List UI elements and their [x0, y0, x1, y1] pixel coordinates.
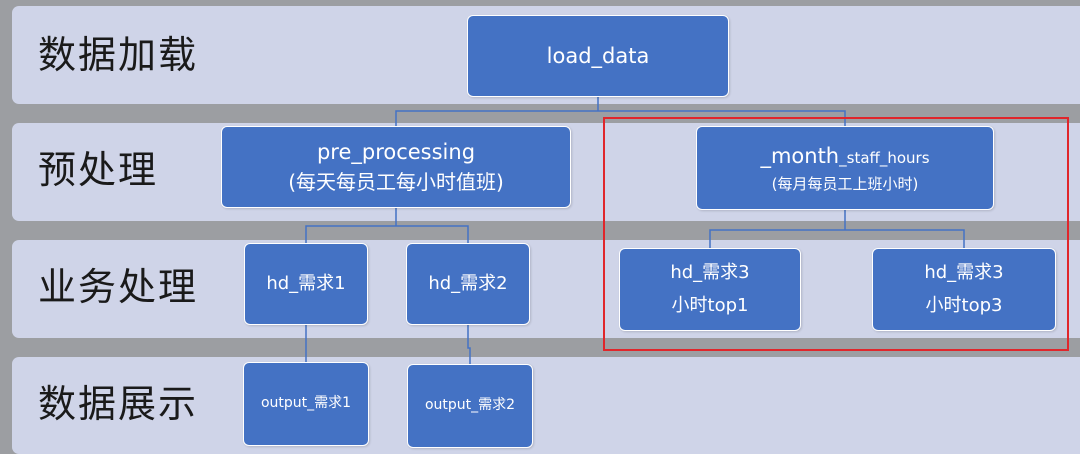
pre-processing-title: pre_processing [316, 140, 476, 165]
month-staff-hours-title: _month_staff_hours [760, 143, 929, 169]
hd-requirement-3-top1-line1: hd_需求3 [670, 262, 750, 283]
hd-requirement-3-top3-line1: hd_需求3 [924, 262, 1004, 283]
band-label-business-processing: 业务处理 [38, 265, 199, 309]
band-label-data-loading: 数据加载 [38, 33, 199, 77]
hd-requirement-3-top1-node: hd_需求3 小时top1 [619, 248, 801, 331]
output-requirement-1-label: output_需求1 [260, 395, 352, 412]
highlight-box [603, 117, 1069, 351]
pre-processing-subtitle: (每天每员工每小时值班) [288, 169, 504, 194]
hd-requirement-1-node: hd_需求1 [244, 243, 368, 325]
pre-processing-node: pre_processing (每天每员工每小时值班) [221, 126, 571, 208]
hd-requirement-3-top1-line2: 小时top1 [671, 294, 749, 316]
hd-requirement-2-label: hd_需求2 [428, 272, 508, 294]
band-label-preprocessing: 预处理 [38, 148, 159, 192]
output-requirement-1-node: output_需求1 [243, 362, 369, 446]
month-staff-hours-title-small: _staff_hours [839, 148, 930, 167]
month-staff-hours-subtitle: (每月每员工上班小时) [771, 174, 919, 193]
output-requirement-2-label: output_需求2 [424, 397, 516, 414]
load-data-label: load_data [546, 43, 650, 68]
output-requirement-2-node: output_需求2 [407, 364, 533, 448]
band-label-data-display: 数据展示 [38, 382, 199, 426]
hd-requirement-1-label: hd_需求1 [266, 272, 346, 294]
hd-requirement-2-node: hd_需求2 [406, 243, 530, 325]
hd-requirement-3-top3-node: hd_需求3 小时top3 [872, 248, 1056, 331]
hd-requirement-3-top3-line2: 小时top3 [925, 294, 1003, 316]
load-data-node: load_data [467, 15, 729, 97]
band-data-display [12, 357, 1080, 454]
month-staff-hours-node: _month_staff_hours (每月每员工上班小时) [696, 126, 994, 210]
month-staff-hours-title-main: _month [760, 143, 840, 168]
